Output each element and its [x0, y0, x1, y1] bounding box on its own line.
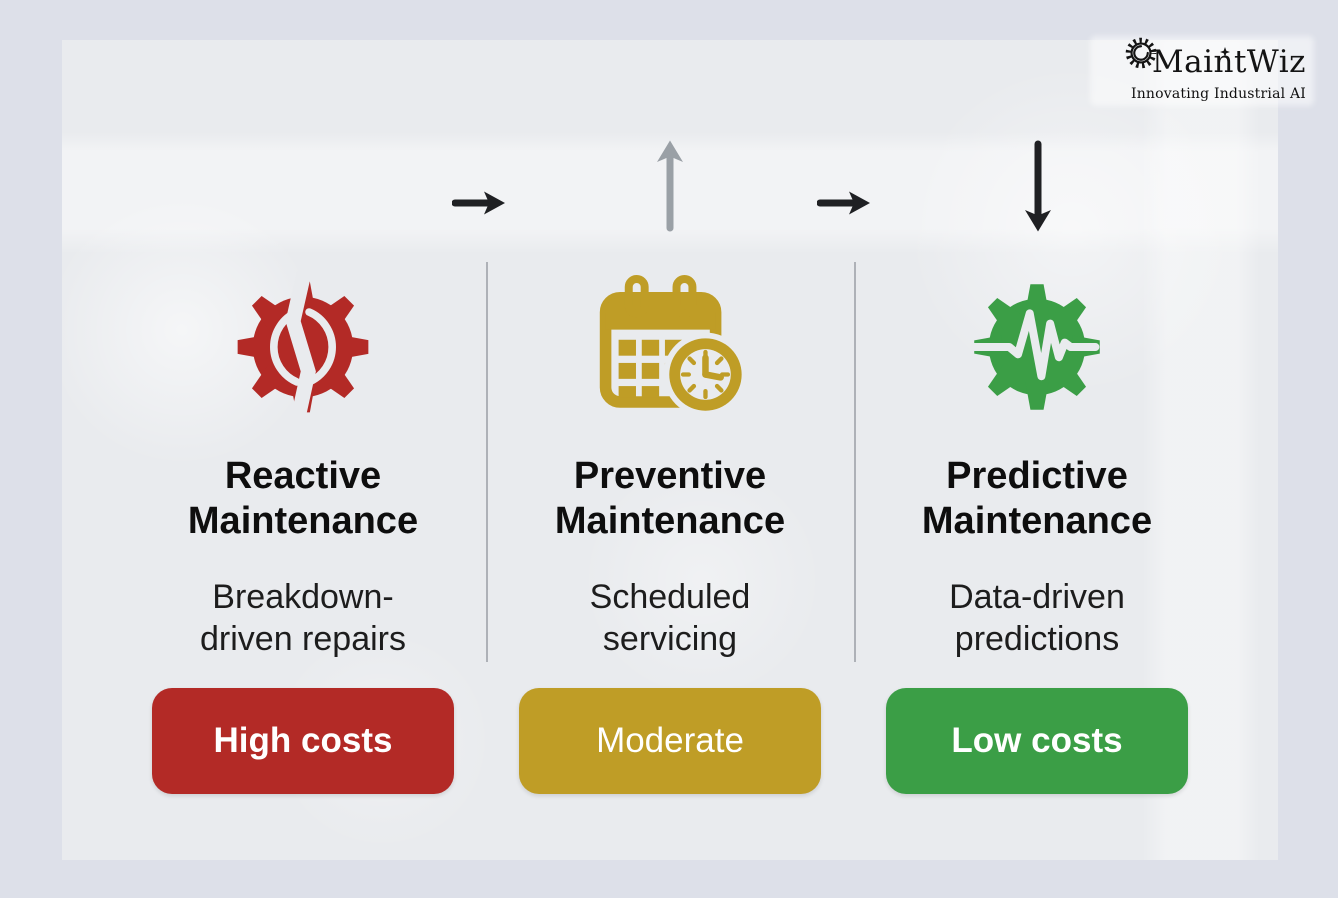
pulse-gear-icon — [867, 262, 1207, 432]
arrow-right-icon — [451, 188, 508, 223]
cost-badge-high: High costs — [152, 688, 454, 794]
desc-line: servicing — [602, 620, 738, 659]
logo-row: MaintWiz — [1123, 37, 1306, 83]
desc-line: Data-driven — [949, 578, 1125, 616]
calendar-clock-icon — [500, 262, 840, 432]
logo-tagline: Innovating Industrial AI — [1130, 86, 1306, 102]
desc-line: Breakdown- — [212, 578, 394, 616]
column-description: Scheduled servicing — [500, 576, 840, 660]
column-predictive-maintenance: Predictive Maintenance Data-driven predi… — [867, 262, 1207, 807]
column-title: Preventive Maintenance — [500, 454, 840, 544]
title-line: Reactive — [224, 455, 382, 497]
column-divider — [854, 262, 856, 662]
desc-line: Scheduled — [589, 578, 751, 616]
title-line: Maintenance — [554, 499, 786, 542]
column-description: Data-driven predictions — [867, 576, 1207, 660]
broken-gear-icon — [133, 262, 473, 432]
column-title: Predictive Maintenance — [867, 454, 1207, 544]
title-line: Maintenance — [187, 499, 419, 542]
arrow-right-icon — [816, 188, 873, 223]
title-line: Preventive — [573, 455, 767, 497]
column-description: Breakdown- driven repairs — [133, 576, 473, 660]
desc-line: driven repairs — [200, 620, 406, 659]
sparkle-icon — [1219, 44, 1230, 62]
cost-badge-low: Low costs — [886, 688, 1188, 794]
arrow-down-icon — [1021, 138, 1055, 239]
gear-logo-icon — [1123, 35, 1159, 76]
logo-background — [1090, 36, 1314, 106]
badge-label: Moderate — [596, 721, 744, 760]
desc-line: predictions — [954, 620, 1120, 659]
title-line: Maintenance — [921, 499, 1153, 542]
badge-label: High costs — [213, 721, 393, 760]
badge-label: Low costs — [951, 721, 1123, 760]
column-title: Reactive Maintenance — [133, 454, 473, 544]
column-reactive-maintenance: Reactive Maintenance Breakdown- driven r… — [133, 262, 473, 807]
cost-badge-moderate: Moderate — [519, 688, 821, 794]
arrow-up-icon — [653, 138, 687, 239]
maintwiz-logo: MaintWiz Innovating Industrial AI — [1090, 36, 1314, 106]
column-divider — [486, 262, 488, 662]
column-preventive-maintenance: Preventive Maintenance Scheduled servici… — [500, 262, 840, 807]
title-line: Predictive — [946, 455, 1128, 497]
